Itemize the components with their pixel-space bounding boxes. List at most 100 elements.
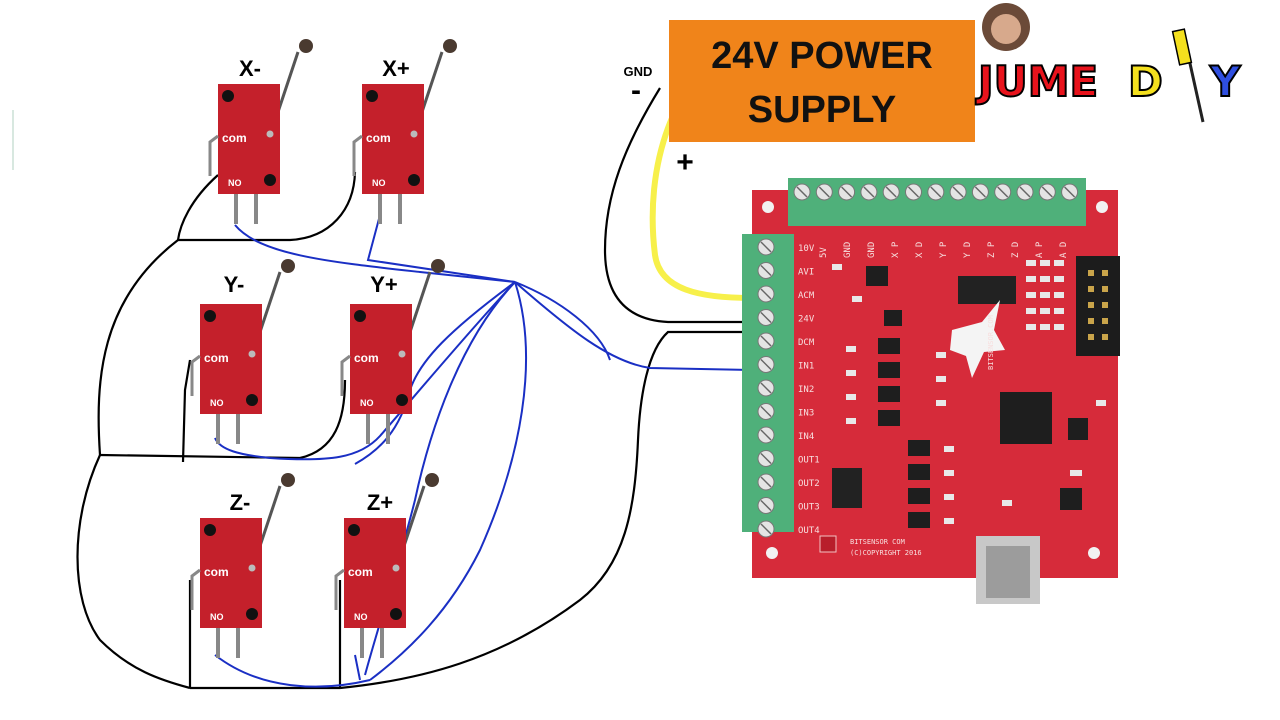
power-supply: 24V POWER SUPPLY GND - + <box>624 20 975 179</box>
switch-roller <box>281 473 295 487</box>
top-pin-label: Y P <box>939 241 949 258</box>
board-logo-icon <box>819 535 837 553</box>
power-supply-line2: SUPPLY <box>748 89 897 131</box>
mount-hole <box>1096 201 1108 213</box>
ic-chip <box>1068 418 1088 440</box>
screw-slot <box>997 186 1009 198</box>
left-pin-label: AVI <box>798 268 814 278</box>
smd-resistors <box>832 260 1106 524</box>
switch-pin-nc <box>208 134 219 176</box>
ic-chip <box>832 468 862 508</box>
switch-mount-hole <box>222 90 234 102</box>
screw-slot <box>760 241 772 253</box>
left-pin-label: OUT3 <box>798 503 820 513</box>
screwdriver-handle <box>1171 28 1193 66</box>
left-pin-label: 10V <box>798 244 815 254</box>
switch-roller <box>425 473 439 487</box>
switch-com-label: com <box>348 565 373 579</box>
usb-socket <box>986 546 1030 598</box>
switch-label: X- <box>239 56 261 81</box>
switch-pin-nc <box>334 568 345 610</box>
screw-slot <box>841 186 853 198</box>
top-pin-label: GND <box>843 242 853 258</box>
top-pin-label: GND <box>867 242 877 258</box>
limit-switches: X-comNOX+comNOY-comNOY+comNOZ-comNOZ+com… <box>190 39 457 658</box>
ic-chip <box>884 310 902 326</box>
regulator-chip <box>1060 488 1082 510</box>
top-pin-label: Z P <box>987 241 997 258</box>
plus-label: + <box>676 146 694 179</box>
board-silk-copyright: (C)COPYRIGHT 2016 <box>850 549 922 557</box>
switch-roller <box>299 39 313 53</box>
switch-pin-nc <box>340 354 351 396</box>
black-common-wires <box>76 87 752 690</box>
switch-pin-nc <box>352 134 363 176</box>
brand-logo: JUME D Y <box>974 3 1242 123</box>
screw-slot <box>760 382 772 394</box>
switch-label: Y- <box>224 272 245 297</box>
switch-label: X+ <box>382 56 410 81</box>
left-pin-label: OUT1 <box>798 456 820 466</box>
screw-slot <box>760 499 772 512</box>
left-pin-label: DCM <box>798 338 815 348</box>
screw-slot <box>760 405 772 418</box>
switch-rivet <box>248 564 256 572</box>
left-pin-label: OUT4 <box>798 526 820 536</box>
top-pin-label: 5V <box>819 247 829 258</box>
left-pin-labels: 10VAVIACM24VDCMIN1IN2IN3IN4OUT1OUT2OUT3O… <box>798 244 820 536</box>
switch-mount-hole <box>396 394 408 406</box>
gnd-label: GND <box>624 64 653 79</box>
minus-label: - <box>631 74 641 107</box>
brand-text-diy: D <box>1128 57 1163 106</box>
switch-com-label: com <box>222 131 247 145</box>
switch-no-label: NO <box>210 398 224 408</box>
left-pin-label: IN4 <box>798 432 814 442</box>
avatar-face <box>991 14 1021 44</box>
screw-slot <box>760 523 772 535</box>
switch-mount-hole <box>204 524 216 536</box>
switch-pin-nc <box>190 354 201 396</box>
switch-mount-hole <box>408 174 420 186</box>
switch-mount-hole <box>264 174 276 186</box>
top-pin-label: X D <box>915 242 925 258</box>
mount-hole <box>762 201 774 213</box>
brand-text-jume: JUME <box>975 57 1098 106</box>
switch-no-label: NO <box>372 178 386 188</box>
top-pin-label: A D <box>1059 242 1069 258</box>
screw-slot <box>760 288 772 300</box>
top-terminal-screws <box>793 183 1079 201</box>
idc-header-pins <box>1088 270 1108 340</box>
switch-no-label: NO <box>360 398 374 408</box>
switch-mount-hole <box>204 310 216 322</box>
switch-rivet <box>398 350 406 358</box>
switch-roller <box>431 259 445 273</box>
switch-rivet <box>248 350 256 358</box>
mcu-chip <box>1000 392 1052 444</box>
power-supply-line1: 24V POWER <box>711 35 933 77</box>
screw-slot <box>760 358 772 371</box>
switch-label: Y+ <box>370 272 398 297</box>
switch-com-label: com <box>366 131 391 145</box>
board-silk-company: BITSENSOR COM <box>850 538 905 546</box>
top-pin-label: Y D <box>963 242 973 258</box>
idc-header <box>1076 256 1120 356</box>
board-pcb <box>752 190 1118 578</box>
switch-rivet <box>266 130 274 138</box>
board-model-silk: BITSENSOR.COM <box>987 315 995 370</box>
screw-slot <box>760 335 772 347</box>
switch-roller <box>281 259 295 273</box>
controller-board: 10VAVIACM24VDCMIN1IN2IN3IN4OUT1OUT2OUT3O… <box>742 178 1120 604</box>
left-pin-label: 24V <box>798 315 815 325</box>
switch-no-label: NO <box>228 178 242 188</box>
screw-slot <box>1019 186 1031 198</box>
switch-no-label: NO <box>354 612 368 622</box>
screw-slot <box>863 186 875 198</box>
left-pin-label: IN2 <box>798 385 814 395</box>
mount-hole <box>766 547 778 559</box>
brand-text-y: Y <box>1209 57 1241 106</box>
